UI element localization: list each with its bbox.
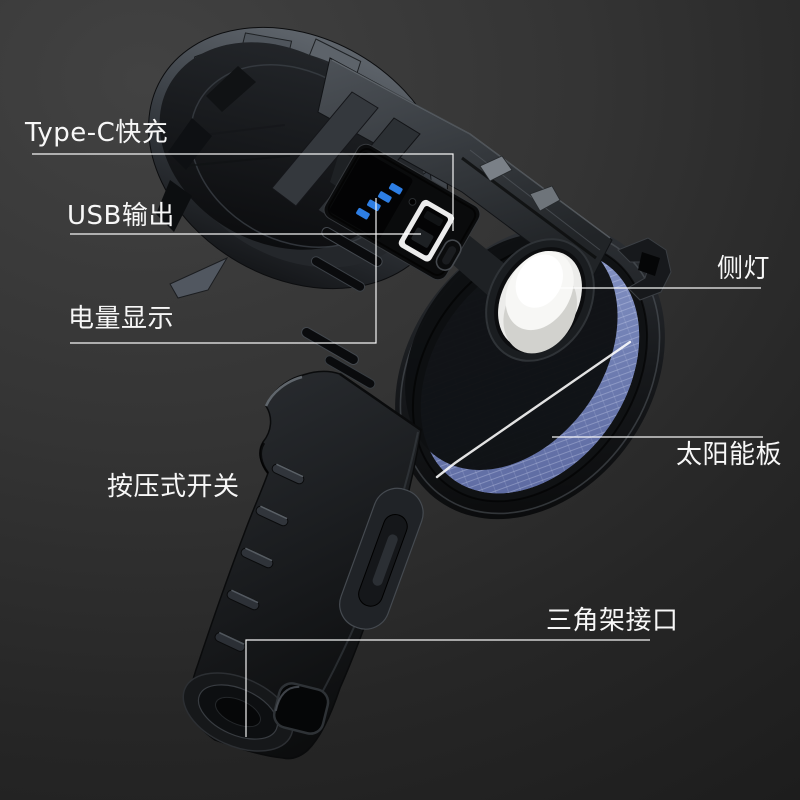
label-usb-output: USB输出 <box>67 201 175 231</box>
usb-a-port <box>398 199 455 262</box>
label-side-light: 侧灯 <box>717 254 771 284</box>
tripod-base <box>182 672 294 752</box>
lanyard-hole <box>272 682 330 735</box>
label-solar-panel: 太阳能板 <box>676 440 783 470</box>
solar-reflection <box>435 340 632 479</box>
leader-battery <box>70 198 377 344</box>
grip-ribs <box>214 463 305 652</box>
leader-lines <box>32 153 763 737</box>
trigger <box>259 375 303 474</box>
leader-tripod <box>245 639 650 737</box>
leader-type-c <box>32 153 454 231</box>
label-tripod-interface: 三角架接口 <box>546 606 679 636</box>
head-crown-spike <box>168 118 212 170</box>
label-type-c-fast-charge: Type-C快充 <box>25 118 169 148</box>
side-light <box>485 238 595 362</box>
indicator-hole <box>408 197 417 206</box>
battery-indicator <box>330 152 413 239</box>
port-recess <box>323 143 481 281</box>
mount-lug <box>617 237 672 301</box>
head-wedge-highlight <box>169 256 229 299</box>
usb-c-port <box>435 239 462 271</box>
head-crown-spike <box>206 66 256 112</box>
label-press-switch: 按压式开关 <box>107 472 240 502</box>
head-crown-spike <box>156 180 192 232</box>
grip-panel <box>339 487 424 630</box>
label-battery-display: 电量显示 <box>68 304 175 334</box>
handle <box>182 370 424 760</box>
